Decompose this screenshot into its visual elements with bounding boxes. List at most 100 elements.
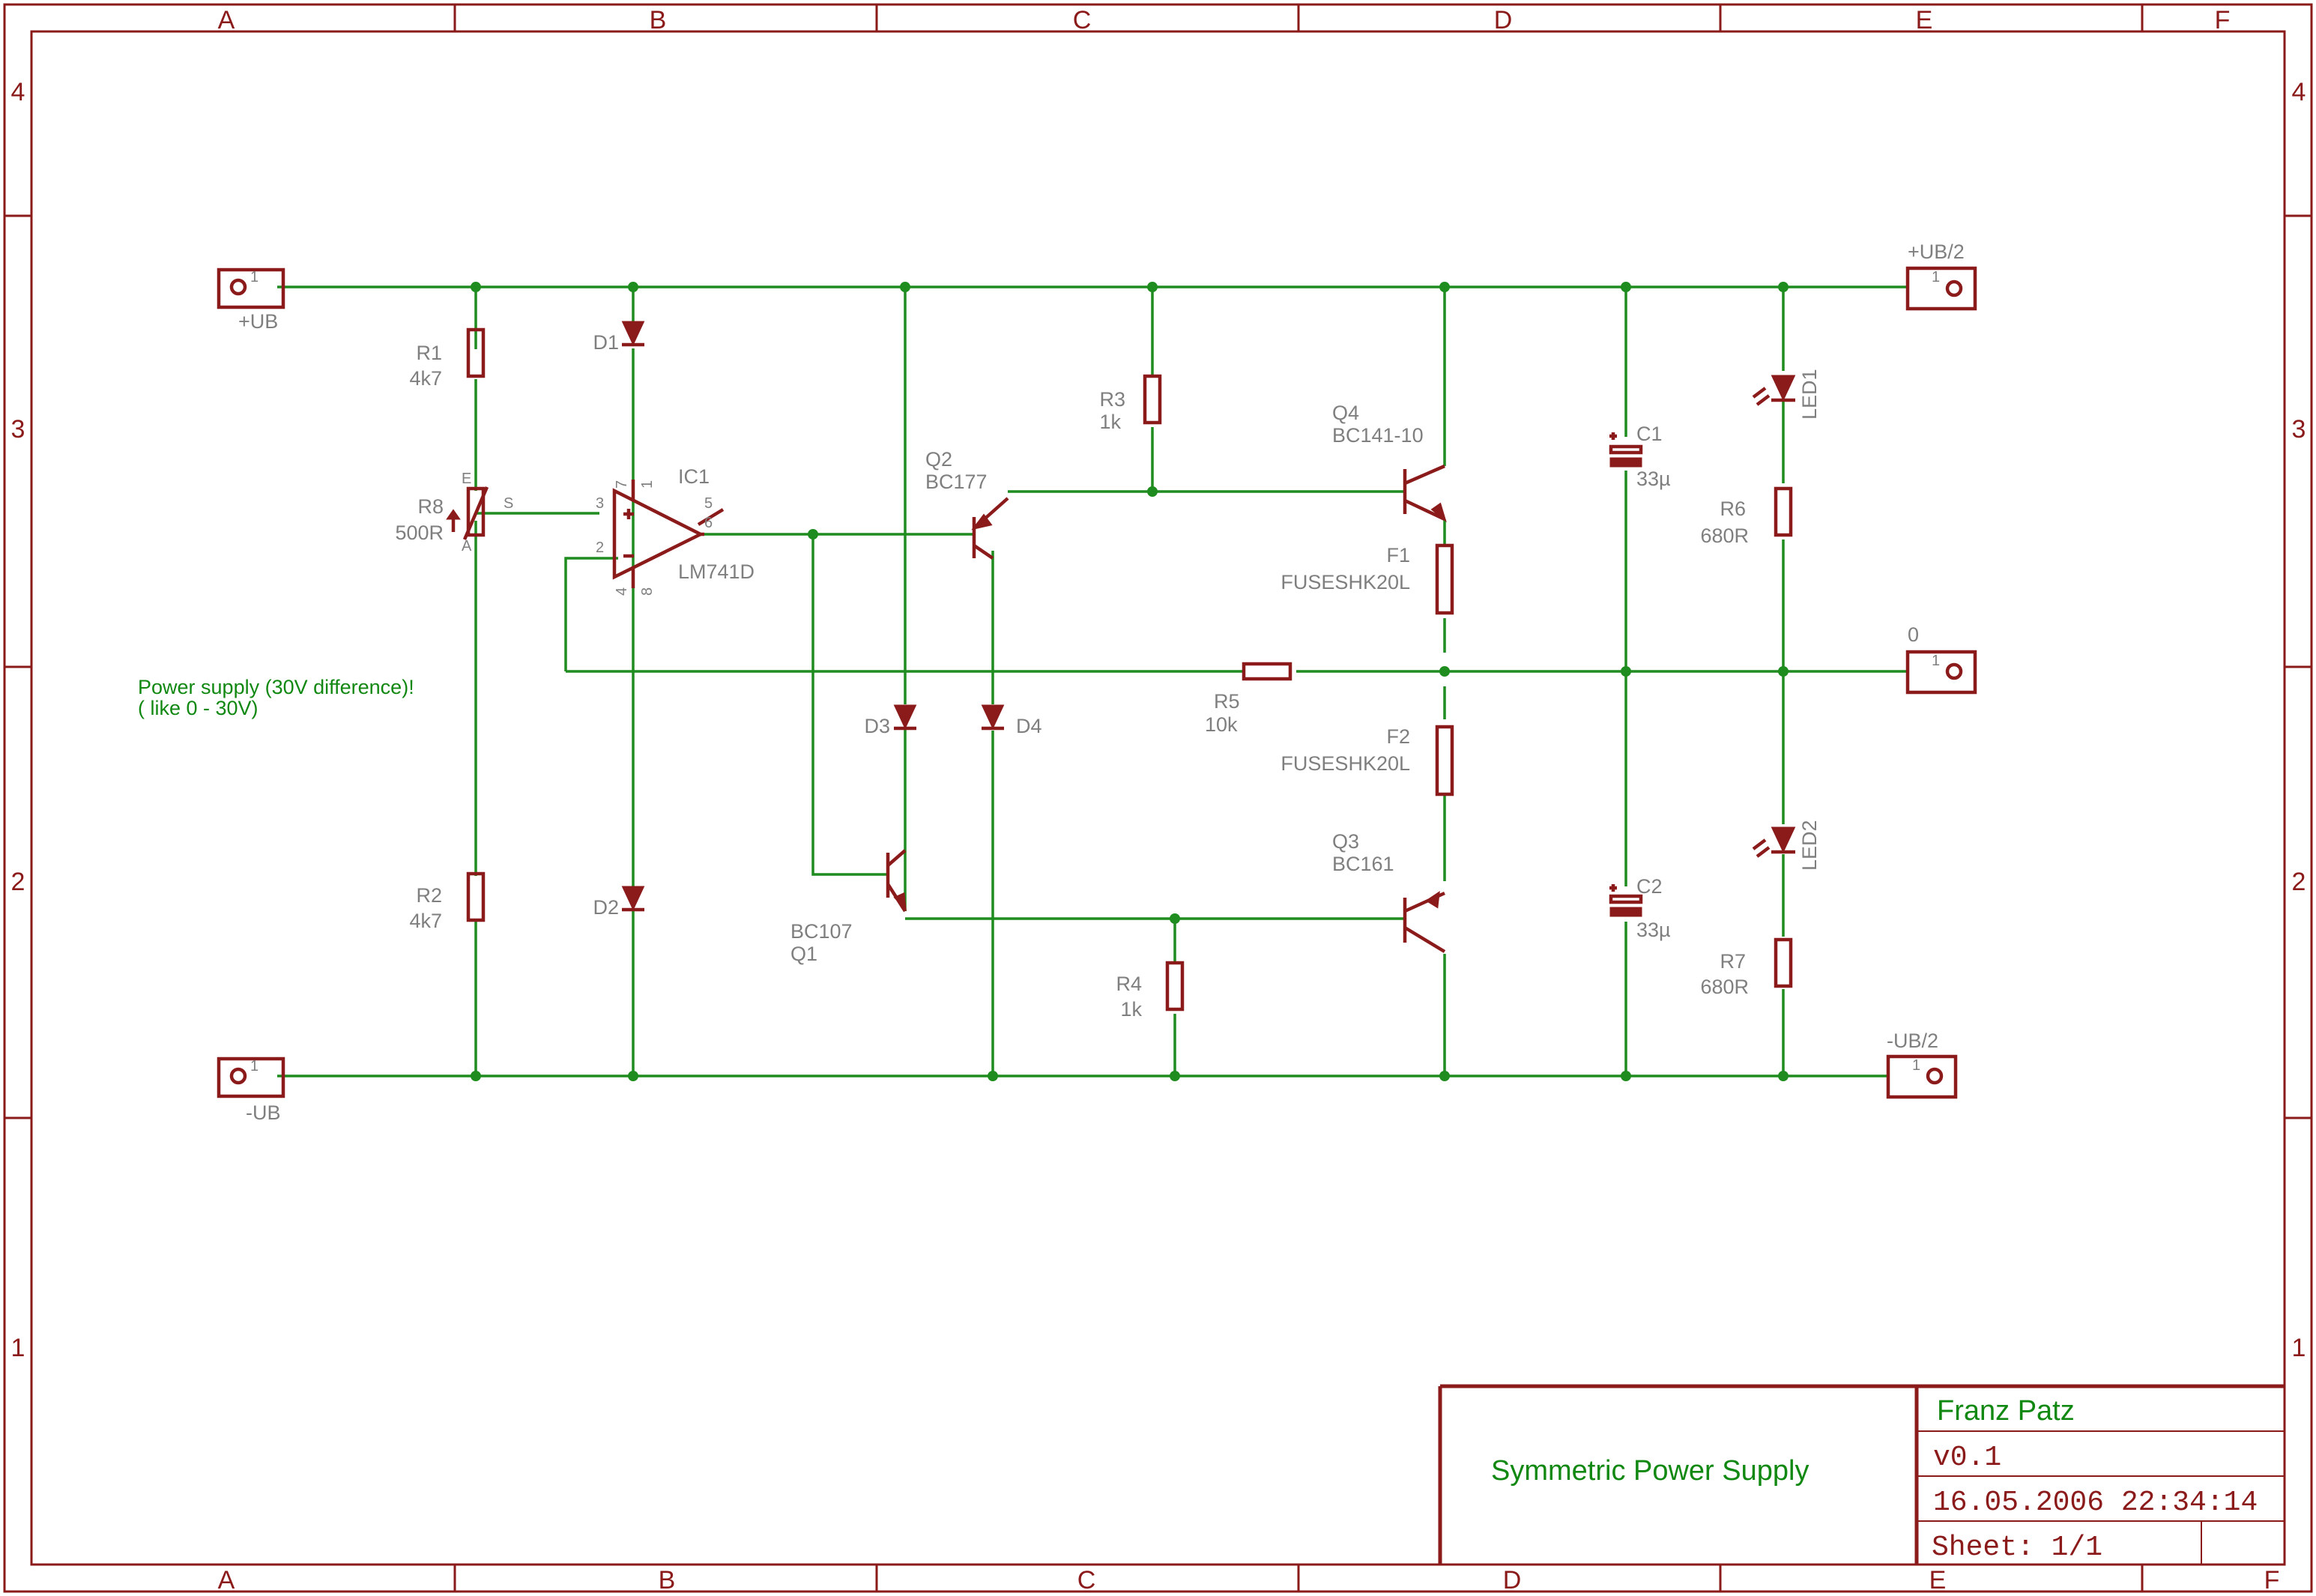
svg-text:C2: C2	[1636, 875, 1663, 898]
resistor-r5: R5 10k	[1205, 662, 1292, 736]
svg-text:R7: R7	[1720, 950, 1746, 973]
wires	[277, 285, 1907, 1077]
diode-d2: D2	[593, 886, 645, 919]
connector-plus-ub: 1 +UB	[217, 267, 285, 333]
title-block-author: Franz Patz	[1937, 1395, 2075, 1427]
connector-plus-ub-half-label: +UB/2	[1908, 241, 1965, 263]
transistor-q3: Q3 BC161	[1332, 830, 1446, 953]
svg-text:500R: 500R	[395, 522, 444, 544]
svg-text:7: 7	[614, 480, 630, 489]
capacitor-c1: C1 33µ	[1609, 423, 1671, 490]
svg-text:FUSESHK20L: FUSESHK20L	[1281, 752, 1410, 775]
svg-text:1: 1	[1932, 653, 1940, 669]
svg-text:E: E	[462, 471, 471, 487]
svg-text:1: 1	[1932, 269, 1940, 285]
frame-col-top-f: F	[2215, 6, 2231, 34]
svg-text:D1: D1	[593, 331, 619, 354]
svg-text:1: 1	[639, 480, 656, 489]
svg-text:R5: R5	[1214, 690, 1240, 713]
svg-text:10k: 10k	[1205, 713, 1238, 736]
frame-row-left-2: 2	[11, 868, 25, 896]
svg-text:4k7: 4k7	[409, 910, 442, 932]
svg-text:D4: D4	[1016, 715, 1042, 737]
svg-text:R2: R2	[416, 884, 442, 907]
svg-text:IC1: IC1	[678, 465, 710, 488]
led-led1: LED1	[1752, 369, 1821, 420]
svg-text:LED1: LED1	[1798, 369, 1821, 420]
svg-text:8: 8	[639, 587, 656, 596]
diode-d4: D4	[981, 704, 1042, 737]
svg-text:1k: 1k	[1099, 411, 1121, 433]
resistor-r6: R6 680R	[1700, 486, 1793, 547]
title-block-version: v0.1	[1933, 1442, 2001, 1474]
svg-text:R4: R4	[1116, 973, 1142, 995]
frame-col-bottom-d: D	[1503, 1566, 1522, 1595]
svg-text:2: 2	[596, 539, 604, 556]
diode-d1: D1	[593, 321, 645, 354]
title-block: Symmetric Power Supply Franz Patz v0.1 1…	[1438, 1384, 2285, 1565]
frame-col-bottom-c: C	[1077, 1566, 1096, 1595]
fuse-f1: F1 FUSESHK20L	[1281, 543, 1454, 615]
svg-text:A: A	[462, 538, 472, 554]
svg-text:Q3: Q3	[1332, 830, 1359, 853]
frame-row-left-1: 1	[11, 1334, 25, 1362]
capacitor-c2: C2 33µ	[1609, 875, 1671, 941]
opamp-ic1: IC1 LM741D 3 2 6 5 7 1 4 8	[596, 465, 755, 596]
svg-text:BC107: BC107	[790, 920, 853, 943]
svg-text:4k7: 4k7	[409, 367, 442, 390]
svg-text:R1: R1	[416, 342, 442, 364]
svg-text:Q1: Q1	[790, 943, 817, 965]
frame-row-right-1: 1	[2292, 1334, 2306, 1362]
title-block-datetime: 16.05.2006 22:34:14	[1933, 1487, 2258, 1519]
frame-row-right-3: 3	[2292, 415, 2306, 444]
transistor-q2: Q2 BC177	[925, 448, 1009, 560]
frame-row-left-4: 4	[11, 78, 25, 106]
resistor-r7: R7 680R	[1700, 937, 1793, 998]
frame-col-bottom-b: B	[659, 1566, 676, 1595]
led-led2: LED2	[1752, 820, 1821, 871]
svg-text:FUSESHK20L: FUSESHK20L	[1281, 571, 1410, 593]
frame-col-top-a: A	[218, 6, 235, 34]
svg-text:F2: F2	[1386, 725, 1410, 748]
title-block-sheet: Sheet: 1/1	[1932, 1532, 2102, 1564]
fuse-f2: F2 FUSESHK20L	[1281, 725, 1454, 797]
connector-minus-ub-half-label: -UB/2	[1887, 1030, 1938, 1052]
frame-row-right-4: 4	[2292, 78, 2306, 106]
connector-minus-ub: 1 -UB	[217, 1057, 285, 1124]
svg-text:D2: D2	[593, 896, 619, 919]
note-line-1: Power supply (30V difference)!	[138, 676, 414, 698]
note-line-2: ( like 0 - 30V)	[138, 697, 258, 719]
frame-col-top-c: C	[1073, 6, 1092, 34]
svg-text:BC177: BC177	[925, 471, 988, 493]
svg-text:D3: D3	[864, 715, 890, 737]
frame-col-bottom-e: E	[1929, 1566, 1947, 1595]
resistor-r1: R1 4k7	[409, 327, 486, 390]
frame-row-left-3: 3	[11, 415, 25, 444]
svg-text:Q4: Q4	[1332, 402, 1359, 424]
svg-text:680R: 680R	[1700, 976, 1749, 998]
svg-text:33µ: 33µ	[1636, 919, 1671, 941]
resistor-r2: R2 4k7	[409, 871, 486, 932]
frame-col-top-d: D	[1494, 6, 1513, 34]
svg-text:R6: R6	[1720, 498, 1746, 520]
frame-col-top-b: B	[650, 6, 667, 34]
svg-text:LM741D: LM741D	[678, 560, 755, 583]
svg-text:5: 5	[704, 495, 713, 512]
svg-text:R8: R8	[417, 495, 444, 518]
svg-text:S: S	[504, 495, 513, 512]
svg-text:R3: R3	[1099, 388, 1125, 411]
potentiometer-r8: R8 500R E A S	[395, 471, 513, 554]
junction-dots	[471, 282, 1789, 1081]
svg-text:680R: 680R	[1700, 525, 1749, 547]
transistor-q4: Q4 BC141-10	[1332, 402, 1447, 523]
drawing-frame: A B C D E F A B C D E F 4 3 2 1 4 3 2 1	[3, 3, 2313, 1595]
svg-text:BC141-10: BC141-10	[1332, 424, 1424, 447]
connector-minus-ub-half: 1 -UB/2	[1886, 1030, 1958, 1099]
svg-text:1: 1	[1912, 1057, 1920, 1074]
diode-d3: D3	[864, 704, 917, 737]
svg-text:3: 3	[596, 495, 604, 512]
svg-text:C1: C1	[1636, 423, 1663, 445]
connector-zero: 1 0	[1905, 623, 1977, 695]
svg-text:Q2: Q2	[925, 448, 952, 471]
